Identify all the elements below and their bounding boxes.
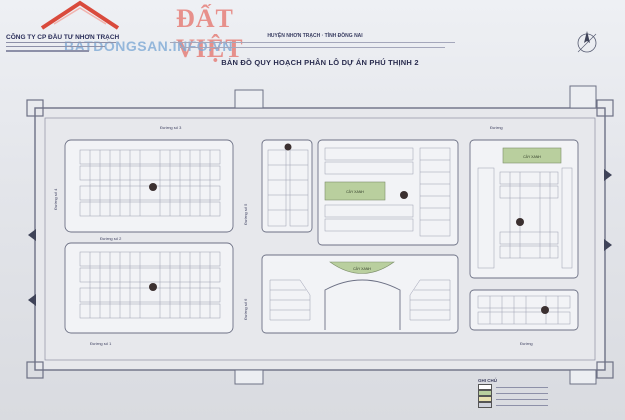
block-e-lots: [477, 167, 573, 269]
park-1: [324, 181, 386, 201]
block-c: [261, 139, 313, 233]
corner-markers: [26, 99, 614, 379]
perimeter-road: [44, 117, 596, 361]
legend-row: [478, 402, 548, 408]
brand-logo: ĐẤT VIỆT: [40, 0, 243, 63]
map-title: BẢN ĐỒ QUY HOẠCH PHÂN LÔ DỰ ÁN PHÚ THỊNH…: [221, 58, 419, 67]
road-label-bottom-right: Đường: [520, 341, 533, 346]
block-c-lots: [267, 149, 309, 227]
entrance-gates: [234, 85, 597, 385]
road-label-left: Đường số 4: [53, 188, 58, 210]
block-a-marker: [149, 183, 157, 191]
block-b-marker: [149, 283, 157, 291]
legend-swatch: [478, 384, 492, 390]
legend-row: [478, 384, 548, 390]
header-rule: [180, 47, 445, 49]
block-d-marker: [400, 191, 408, 199]
brand-name: ĐẤT VIỆT: [176, 4, 244, 63]
block-f-marker: [541, 306, 549, 314]
block-f: [469, 289, 579, 331]
company-name: CÔNG TY CP ĐẦU TƯ NHƠN TRẠCH: [6, 34, 120, 41]
legend-title: GHI CHÚ: [478, 378, 497, 383]
block-e-marker: [516, 218, 524, 226]
road-label-top: Đường số 3: [160, 125, 182, 130]
legend-swatch: [478, 396, 492, 402]
block-c-marker: [284, 143, 292, 151]
road-label-center-left: Đường số 2: [100, 236, 122, 241]
legend: GHI CHÚ: [478, 378, 548, 408]
park-3-label: CÂY XANH: [353, 267, 371, 271]
north-arrow-icon: [577, 31, 597, 53]
legend-row: [478, 390, 548, 396]
legend-row: [478, 396, 548, 402]
legend-swatch: [478, 402, 492, 408]
roof-logo-icon: [40, 0, 120, 30]
road-label-bottom: Đường số 1: [90, 341, 112, 346]
block-d-lots: [324, 147, 451, 237]
legend-swatch: [478, 390, 492, 396]
road-label-mid-right: Đường số 6: [243, 298, 248, 320]
park-3: [329, 261, 395, 274]
park-1-label: CÂY XANH: [346, 190, 364, 194]
central-plaza: [324, 279, 401, 330]
company-address-block: [6, 42, 116, 55]
block-a-lots: [79, 149, 221, 217]
road-label-mid-left: Đường số 5: [243, 203, 248, 225]
block-g-lots: [269, 279, 451, 321]
park-2: [502, 147, 562, 164]
park-2-label: CÂY XANH: [523, 155, 541, 159]
district-heading: HUYỆN NHƠN TRẠCH · TỈNH ĐỒNG NAI: [267, 33, 363, 39]
block-g: [261, 254, 459, 334]
access-arrows: [28, 169, 612, 306]
header-rule: [170, 42, 455, 44]
block-e: [469, 139, 579, 279]
block-b-lots: [79, 251, 221, 319]
road-label-top-right: Đường: [490, 125, 503, 130]
